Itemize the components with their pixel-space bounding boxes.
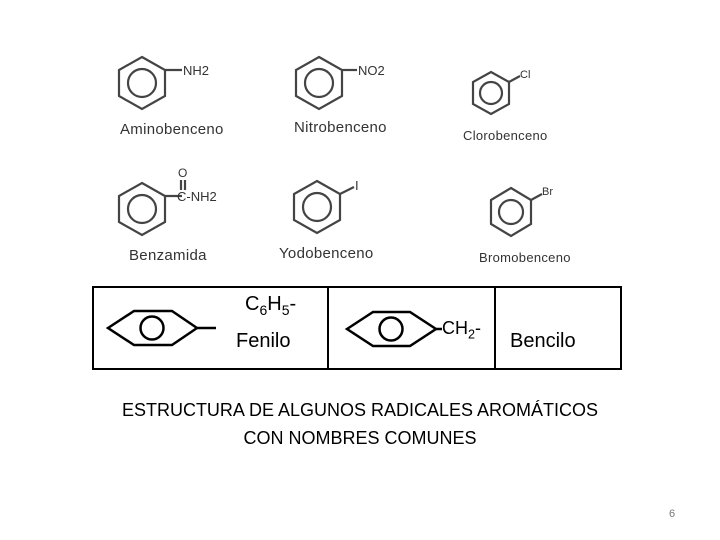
benzene-inner-circle-6 (497, 198, 525, 226)
substituent-i: I (355, 178, 359, 193)
caption-line-1: ESTRUCTURA DE ALGUNOS RADICALES AROMÁTIC… (121, 400, 599, 420)
benzene-inner-circle-4 (126, 193, 158, 225)
benzyl-name: Bencilo (510, 330, 576, 352)
compound-name-clorobenceno: Clorobenceno (463, 128, 548, 143)
substituent-nh2: NH2 (183, 63, 210, 78)
substituent-no2: NO2 (358, 63, 385, 78)
compound-name-aminobenceno: Aminobenceno (120, 121, 224, 138)
compound-name-bromobenceno: Bromobenceno (479, 250, 571, 265)
benzene-inner-circle-3 (478, 80, 504, 106)
benzyl-inner-circle (378, 316, 404, 342)
benzene-inner-circle-1 (126, 67, 158, 99)
caption-line-2: CON NOMBRES COMUNES (243, 428, 477, 448)
phenyl-name: Fenilo (236, 330, 291, 352)
compound-name-nitrobenceno: Nitrobenceno (294, 119, 387, 136)
substituent-cl: Cl (520, 69, 531, 81)
carbonyl-oxygen: O (178, 166, 188, 180)
benzene-inner-circle-2 (303, 67, 335, 99)
page-number: 6 (669, 508, 676, 520)
phenyl-inner-circle (139, 315, 165, 341)
caption: ESTRUCTURA DE ALGUNOS RADICALES AROMÁTIC… (0, 396, 720, 452)
compound-name-yodobenceno: Yodobenceno (279, 245, 374, 262)
phenyl-formula: C6H5- (245, 293, 297, 318)
substituent-conh2: C-NH2 (177, 189, 217, 204)
benzyl-formula: CH2- (442, 318, 482, 342)
benzene-inner-circle-5 (301, 191, 333, 223)
substituent-br: Br (542, 186, 553, 198)
compound-name-benzamida: Benzamida (129, 247, 207, 264)
